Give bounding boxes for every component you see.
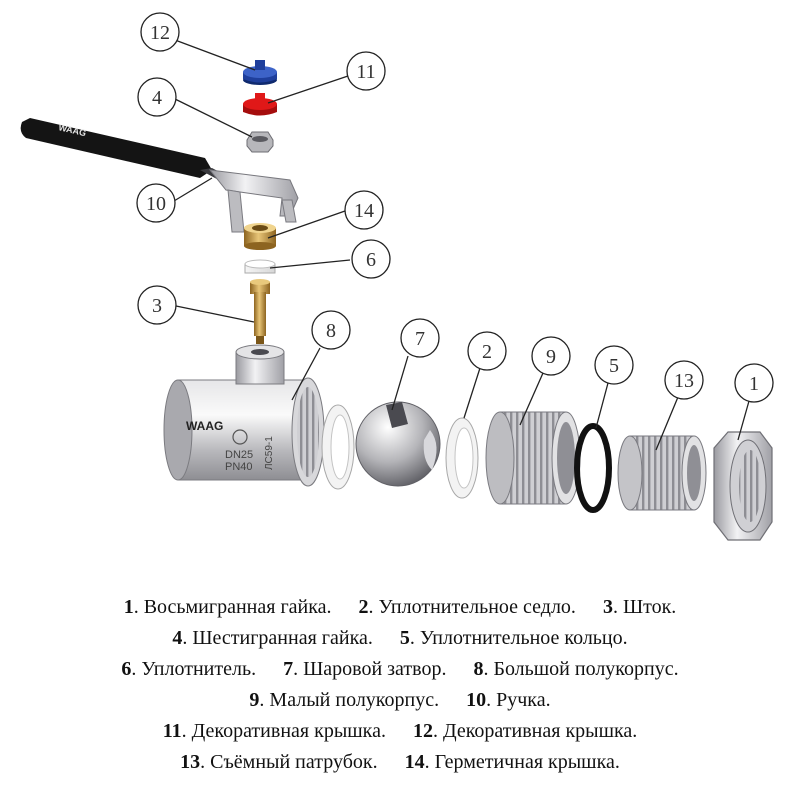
octagonal-nut-part — [713, 431, 773, 541]
legend-row: 6. Уплотнитель. 7. Шаровой затвор. 8. Бо… — [0, 654, 800, 685]
legend-number: 8 — [473, 658, 484, 680]
blue-decorative-cap-part — [243, 60, 277, 85]
legend-entry: 13. Съёмный патрубок. — [180, 747, 377, 778]
legend-entry: 4. Шестигранная гайка. — [172, 623, 373, 654]
callout-6-label: 6 — [366, 249, 376, 271]
callout-13-label: 13 — [674, 370, 694, 392]
callout-4: 4 — [137, 77, 177, 117]
body-pressure-stamp: PN40 — [225, 461, 253, 473]
legend-text: . Восьмигранная гайка. — [133, 596, 332, 618]
callout-14-label: 14 — [354, 200, 374, 222]
legend-entry: 7. Шаровой затвор. — [283, 654, 446, 685]
large-half-body-part: WAAG DN25 PN40 ЛС59-1 — [163, 344, 325, 487]
callout-3-label: 3 — [152, 295, 162, 317]
callout-7: 7 — [400, 318, 440, 358]
legend-entry: 1. Восьмигранная гайка. — [124, 592, 332, 623]
o-ring-part — [574, 423, 612, 513]
callout-8-label: 8 — [326, 320, 336, 342]
callout-14: 14 — [344, 190, 384, 230]
callout-2-label: 2 — [482, 341, 492, 363]
body-size-stamp: DN25 — [225, 449, 253, 461]
legend-text: . Уплотнитель. — [131, 658, 257, 680]
legend-entry: 12. Декоративная крышка. — [413, 716, 637, 747]
legend-number: 11 — [162, 720, 182, 742]
body-brand-label: WAAG — [186, 419, 223, 433]
callout-5: 5 — [594, 345, 634, 385]
legend-number: 10 — [466, 689, 487, 711]
callout-11-label: 11 — [356, 61, 375, 83]
legend-number: 9 — [249, 689, 260, 711]
callout-9-label: 9 — [546, 346, 556, 368]
legend-row: 1. Восьмигранная гайка. 2. Уплотнительно… — [0, 592, 800, 623]
certification-mark-icon — [232, 429, 248, 445]
legend-number: 6 — [121, 658, 132, 680]
legend-entry: 11. Декоративная крышка. — [163, 716, 386, 747]
legend-number: 13 — [180, 751, 201, 773]
seat-ring-left-part — [321, 404, 355, 490]
hex-nut-part — [246, 131, 274, 153]
legend-text: . Уплотнительное седло. — [368, 596, 576, 618]
callout-12: 12 — [140, 12, 180, 52]
callout-8: 8 — [311, 310, 351, 350]
callout-1: 1 — [734, 363, 774, 403]
legend-entry: 9. Малый полукорпус. — [249, 685, 439, 716]
body-material-stamp: ЛС59-1 — [264, 436, 275, 470]
seat-ring-right-part — [445, 417, 479, 499]
small-half-body-part — [485, 411, 581, 505]
parts-legend: 1. Восьмигранная гайка. 2. Уплотнительно… — [0, 592, 800, 778]
legend-text: . Малый полукорпус. — [259, 689, 440, 711]
legend-number: 5 — [399, 627, 410, 649]
callout-1-label: 1 — [749, 373, 759, 395]
leader-lines — [173, 39, 750, 451]
legend-row: 9. Малый полукорпус. 10. Ручка. — [0, 685, 800, 716]
ball-closure-part — [355, 401, 441, 487]
red-decorative-cap-part — [243, 93, 277, 116]
callout-7-label: 7 — [415, 328, 425, 350]
legend-row: 13. Съёмный патрубок. 14. Герметичная кр… — [0, 747, 800, 778]
legend-text: . Декоративная крышка. — [432, 720, 638, 742]
legend-text: . Уплотнительное кольцо. — [409, 627, 628, 649]
legend-text: . Герметичная крышка. — [424, 751, 620, 773]
valve-handle-part: WAAG — [20, 118, 299, 233]
legend-text: . Ручка. — [486, 689, 551, 711]
callout-5-label: 5 — [609, 355, 619, 377]
legend-entry: 8. Большой полукорпус. — [473, 654, 678, 685]
legend-text: . Шестигранная гайка. — [182, 627, 373, 649]
legend-entry: 2. Уплотнительное седло. — [359, 592, 576, 623]
legend-entry: 14. Герметичная крышка. — [405, 747, 620, 778]
legend-entry: 3. Шток. — [603, 592, 676, 623]
callout-10: 10 — [136, 183, 176, 223]
callout-4-label: 4 — [152, 87, 162, 109]
legend-number: 3 — [602, 596, 613, 618]
callout-3: 3 — [137, 285, 177, 325]
legend-row: 11. Декоративная крышка. 12. Декоративна… — [0, 716, 800, 747]
legend-entry: 6. Уплотнитель. — [121, 654, 256, 685]
legend-text: . Большой полукорпус. — [483, 658, 679, 680]
callout-9: 9 — [531, 336, 571, 376]
legend-text: . Съёмный патрубок. — [200, 751, 378, 773]
legend-entry: 10. Ручка. — [466, 685, 550, 716]
legend-entry: 5. Уплотнительное кольцо. — [400, 623, 628, 654]
legend-text: . Шаровой затвор. — [293, 658, 447, 680]
legend-number: 4 — [172, 627, 183, 649]
valve-stem-part — [250, 279, 270, 344]
callout-2: 2 — [467, 331, 507, 371]
legend-text: . Шток. — [612, 596, 677, 618]
callout-12-label: 12 — [150, 22, 170, 44]
legend-number: 2 — [358, 596, 369, 618]
callout-11: 11 — [346, 51, 386, 91]
callout-13: 13 — [664, 360, 704, 400]
legend-number: 7 — [283, 658, 294, 680]
legend-number: 14 — [404, 751, 425, 773]
legend-row: 4. Шестигранная гайка. 5. Уплотнительное… — [0, 623, 800, 654]
brass-sealing-cap-part — [244, 223, 276, 250]
callout-6: 6 — [351, 239, 391, 279]
stem-seal-part — [244, 259, 276, 274]
union-pipe-part — [617, 435, 707, 511]
legend-text: . Декоративная крышка. — [181, 720, 386, 742]
legend-number: 1 — [123, 596, 134, 618]
legend-number: 12 — [412, 720, 433, 742]
callout-10-label: 10 — [146, 193, 166, 215]
